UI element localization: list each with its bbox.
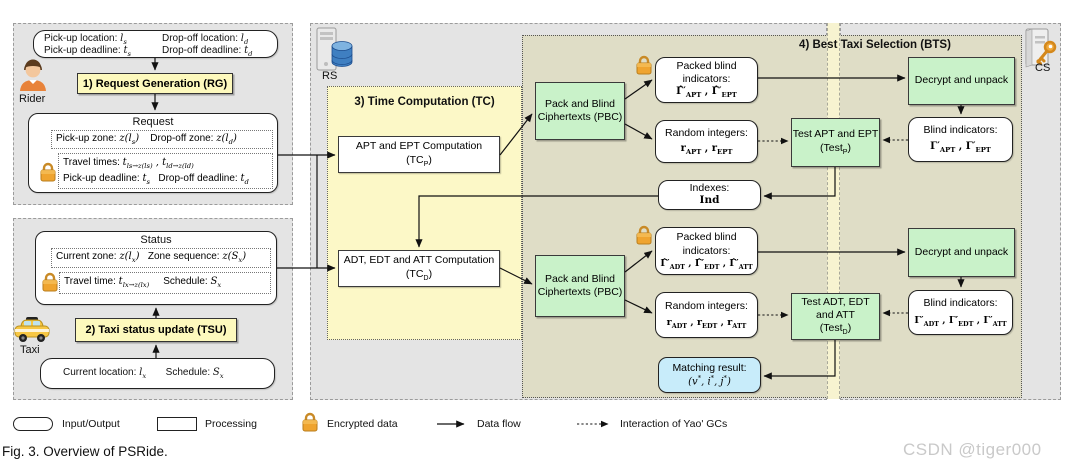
figure-caption: Fig. 3. Overview of PSRide.: [2, 444, 168, 459]
decrypt-unpack-top-box: Decrypt and unpack: [908, 57, 1015, 105]
lock-icon: [39, 162, 57, 188]
status-title: Status: [140, 234, 172, 246]
lock-icon: [635, 55, 653, 81]
bts-title: 4) Best Taxi Selection (BTS): [799, 39, 951, 51]
lock-icon: [301, 412, 319, 438]
legend-yao-label: Interaction of Yao' GCs: [620, 418, 728, 430]
rs-label: RS: [322, 70, 338, 82]
cs-server-icon: [1023, 28, 1061, 75]
legend-io-shape: [13, 417, 53, 431]
request-box: Request Pick-up zone: z(ls) Drop-off zon…: [28, 113, 278, 193]
cs-label: CS: [1035, 62, 1051, 74]
lock-icon: [41, 272, 59, 298]
current-location-box: Current location: lx Schedule: Sx: [40, 358, 275, 389]
legend-io-label: Input/Output: [62, 418, 120, 430]
request-zones: Pick-up zone: z(ls) Drop-off zone: z(ld): [51, 130, 273, 149]
decrypt-unpack-bottom-box: Decrypt and unpack: [908, 228, 1015, 277]
status-encrypted: Travel time: tlx→z(lx) Schedule: Sx: [59, 272, 271, 294]
taxi-label: Taxi: [20, 344, 40, 356]
random-integers-top: Random integers: rAPT , rEPT: [655, 120, 758, 163]
matching-result-box: Matching result: (v*, i*, j*): [658, 357, 761, 393]
tc-section: [327, 86, 522, 340]
test-apt-ept-box: Test APT and EPT(TestP): [791, 118, 880, 167]
rs-server-icon: [316, 26, 356, 79]
request-title: Request: [132, 116, 174, 128]
rider-icon: [17, 58, 49, 97]
lock-icon: [635, 225, 653, 251]
watermark: CSDN @tiger000: [903, 440, 1042, 459]
request-generation-box: 1) Request Generation (RG): [77, 73, 233, 94]
legend-dataflow-label: Data flow: [477, 418, 521, 430]
indexes-box: Indexes: Ind: [658, 180, 761, 210]
legend-encrypted-label: Encrypted data: [327, 418, 398, 430]
request-encrypted: Travel times: tls→z(ls) , tld→z(ld) Pick…: [58, 153, 273, 189]
legend-processing-shape: [157, 417, 197, 431]
taxi-status-update-box: 2) Taxi status update (TSU): [75, 318, 237, 342]
taxi-icon: [13, 316, 51, 349]
blind-indicators-bottom: Blind indicators: Γ′ADT , Γ′EDT , Γ′ATT: [908, 290, 1013, 335]
rs-cs-boundary-strip: [827, 23, 840, 399]
legend-processing-label: Processing: [205, 418, 257, 430]
status-box: Status Current zone: z(lx) Zone sequence…: [35, 231, 277, 305]
rider-label: Rider: [19, 93, 46, 105]
blind-indicators-top: Blind indicators: Γ′APT , Γ′EPT: [908, 117, 1013, 162]
tc-title: 3) Time Computation (TC): [354, 96, 495, 108]
random-integers-bottom: Random integers: rADT , rEDT , rATT: [655, 292, 758, 338]
status-zones: Current zone: z(lx) Zone sequence: z(Sx): [51, 248, 271, 268]
apt-ept-computation-box: APT and EPT Computation(TCP): [338, 136, 500, 173]
adt-edt-att-computation-box: ADT, EDT and ATT Computation(TCD): [338, 250, 500, 287]
rider-inputs-box: Pick-up location: ls Pick-up deadline: t…: [33, 30, 278, 58]
